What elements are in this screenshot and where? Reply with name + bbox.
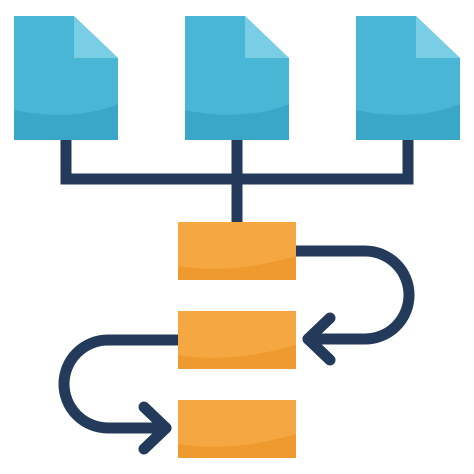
arrow-right-loop <box>290 245 415 366</box>
process-step-2 <box>178 311 296 369</box>
document-2-icon <box>185 16 289 140</box>
process-step-1 <box>178 222 296 280</box>
document-3-icon <box>356 16 460 140</box>
tree-connector <box>60 138 414 224</box>
document-1-icon <box>14 16 118 140</box>
arrow-left-loop <box>58 334 184 455</box>
process-step-3 <box>178 400 296 458</box>
